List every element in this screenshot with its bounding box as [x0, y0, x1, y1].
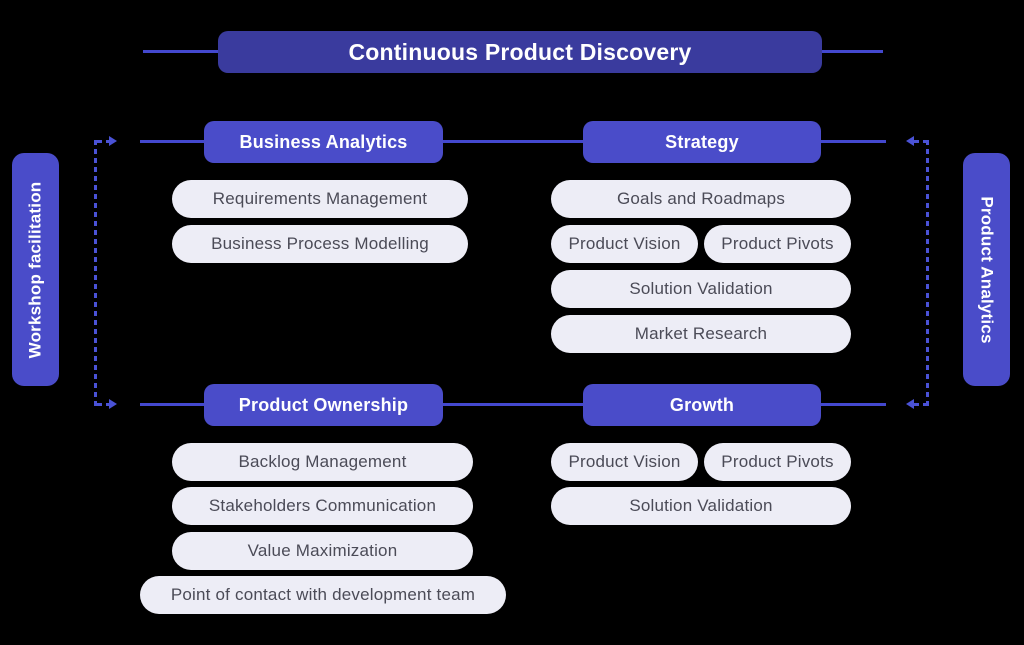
arrow-left-icon — [906, 136, 914, 146]
pill-solution-validation: Solution Validation — [551, 270, 851, 308]
connector-row1-right — [820, 140, 886, 143]
section-header-business-analytics: Business Analytics — [204, 121, 443, 163]
connector-row1-left — [140, 140, 206, 143]
pill-product-pivots: Product Pivots — [704, 225, 851, 263]
side-label-text: Product Analytics — [977, 195, 997, 344]
connector-row1-middle — [442, 140, 584, 143]
pill-product-vision: Product Vision — [551, 443, 698, 481]
pill-goals-and-roadmaps: Goals and Roadmaps — [551, 180, 851, 218]
pill-point-of-contact: Point of contact with development team — [140, 576, 506, 614]
pill-market-research: Market Research — [551, 315, 851, 353]
dashed-bracket-left — [94, 140, 97, 407]
section-header-product-ownership: Product Ownership — [204, 384, 443, 426]
side-label-workshop-facilitation: Workshop facilitation — [12, 153, 59, 386]
pill-requirements-management: Requirements Management — [172, 180, 468, 218]
pill-stakeholders-communication: Stakeholders Communication — [172, 487, 473, 525]
pill-value-maximization: Value Maximization — [172, 532, 473, 570]
dashed-stub-right-bottom — [914, 403, 926, 406]
section-header-strategy: Strategy — [583, 121, 821, 163]
arrow-right-icon — [109, 136, 117, 146]
connector-row2-left — [140, 403, 206, 406]
dashed-stub-left-top — [97, 140, 109, 143]
section-header-growth: Growth — [583, 384, 821, 426]
dashed-stub-right-top — [914, 140, 926, 143]
dashed-stub-left-bottom — [97, 403, 109, 406]
side-label-text: Workshop facilitation — [25, 181, 45, 358]
pill-product-pivots: Product Pivots — [704, 443, 851, 481]
arrow-left-icon — [906, 399, 914, 409]
connector-row2-middle — [442, 403, 584, 406]
side-label-product-analytics: Product Analytics — [963, 153, 1010, 386]
pill-product-vision: Product Vision — [551, 225, 698, 263]
connector-row2-right — [820, 403, 886, 406]
dashed-bracket-right — [926, 140, 929, 407]
title-connector-left — [143, 50, 218, 53]
pill-solution-validation: Solution Validation — [551, 487, 851, 525]
diagram-title: Continuous Product Discovery — [218, 31, 822, 73]
pill-business-process-modelling: Business Process Modelling — [172, 225, 468, 263]
pill-backlog-management: Backlog Management — [172, 443, 473, 481]
arrow-right-icon — [109, 399, 117, 409]
title-connector-right — [822, 50, 883, 53]
